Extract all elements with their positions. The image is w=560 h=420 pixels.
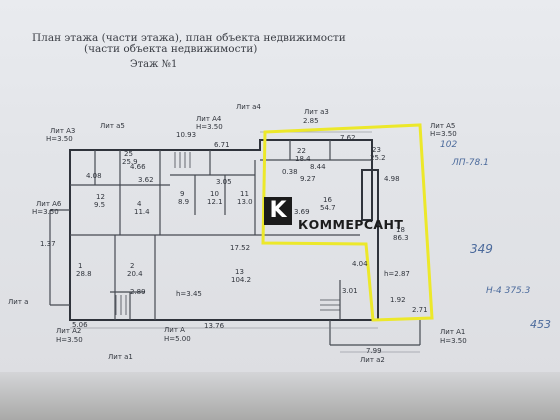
kommersant-wordmark: КОММЕРСАНТ <box>298 217 404 232</box>
dimension-label: 2.89 <box>130 288 146 296</box>
lit-a6-label: Лит А6 <box>36 200 62 208</box>
dimension-label: 7.99 <box>366 347 382 355</box>
lit-a1-label: Лит а1 <box>108 353 133 361</box>
dimension-label: 3.01 <box>342 287 358 295</box>
room-area: 11.4 <box>134 208 150 216</box>
room-number: 1 <box>78 262 83 270</box>
room-number: 12 <box>96 193 105 201</box>
room-area: 8.9 <box>178 198 190 206</box>
room-area: 86.3 <box>393 234 409 242</box>
dimension-label: 2.85 <box>303 117 319 125</box>
room-number: 16 <box>323 196 332 204</box>
lit-a4-small-label: Лит а4 <box>236 103 261 111</box>
kommersant-watermark: K КОММЕРСАНТ <box>264 189 403 232</box>
lit-a3-small-label: Лит а3 <box>304 108 329 116</box>
dimension-label: 2.71 <box>412 306 428 314</box>
lit-a2-label: Лит а2 <box>360 356 385 364</box>
lit-a6-height: Н=3.50 <box>32 208 59 216</box>
handwritten-note: 102 <box>440 140 458 150</box>
lit-A2-label: Лит А2 <box>56 327 82 335</box>
lit-a3-height: Н=3.50 <box>46 135 73 143</box>
room-number: 25 <box>124 150 133 158</box>
lit-A1-label: Лит А1 <box>440 328 466 336</box>
room-area: 12.1 <box>207 198 223 206</box>
room-number: 22 <box>297 147 306 155</box>
room-number: 4 <box>137 200 142 208</box>
lit-A4-label: Лит А4 <box>196 115 222 123</box>
room-area: 13.0 <box>237 198 253 206</box>
handwritten-note: 349 <box>470 242 493 256</box>
dimension-label: 4.08 <box>86 172 102 180</box>
ceiling-height-right: h=2.87 <box>384 270 410 278</box>
dimension-label: 4.04 <box>352 260 368 268</box>
dimension-label: 1.37 <box>40 240 56 248</box>
lit-A2-height: Н=3.50 <box>56 336 83 344</box>
dimension-label: 0.38 <box>282 168 298 176</box>
dimension-label: 9.27 <box>300 175 316 183</box>
handwritten-note: 453 <box>530 318 551 331</box>
room-area: 9.5 <box>94 201 106 209</box>
lit-A4-height: Н=3.50 <box>196 123 223 131</box>
room-number: 9 <box>180 190 185 198</box>
desk-surface <box>0 372 560 420</box>
lit-A5-label: Лит А5 <box>430 122 456 130</box>
room-area: 25.2 <box>370 154 386 162</box>
dimension-label: 8.44 <box>310 163 326 171</box>
ceiling-height-main: h=3.45 <box>176 290 202 298</box>
dimension-label: 10.93 <box>176 131 197 139</box>
dimension-label: 3.69 <box>294 208 310 216</box>
handwritten-note: Н-4 375.3 <box>486 286 531 296</box>
room-area: 104.2 <box>231 276 252 284</box>
room-number: 13 <box>235 268 244 276</box>
dimension-label: 3.05 <box>216 178 232 186</box>
document-title-line2: (части объекта недвижимости) <box>84 43 258 55</box>
room-area: 28.8 <box>76 270 92 278</box>
lit-a3-label: Лит А3 <box>50 127 76 135</box>
room-number: 10 <box>210 190 219 198</box>
lit-A5-height: Н=3.50 <box>430 130 457 138</box>
room-area: 18.4 <box>295 155 311 163</box>
lit-A-label: Лит А <box>164 326 185 334</box>
handwritten-note: ЛП-78.1 <box>452 158 489 168</box>
document-title-line1: План этажа (части этажа), план объекта н… <box>32 32 346 44</box>
dimension-label: 1.92 <box>390 296 406 304</box>
lit-a-label: Лит а <box>8 298 29 306</box>
dimension-label: 13.76 <box>204 322 225 330</box>
room-area: 54.7 <box>320 204 336 212</box>
highlighted-section <box>261 123 434 322</box>
room-area: 20.4 <box>127 270 143 278</box>
dimension-label: 5.06 <box>72 321 88 329</box>
room-number: 2 <box>130 262 135 270</box>
lit-a5-top-label: Лит а5 <box>100 122 125 130</box>
room-area: 25.9 <box>122 158 138 166</box>
lit-A1-height: Н=3.50 <box>440 337 467 345</box>
dimension-label: 3.62 <box>138 176 154 184</box>
dimension-label: 6.71 <box>214 141 230 149</box>
lit-A-height: Н=5.00 <box>164 335 191 343</box>
dimension-label: 4.66 <box>130 163 146 171</box>
dimension-label: 4.98 <box>384 175 400 183</box>
room-number: 23 <box>372 146 381 154</box>
dimension-label: 17.52 <box>230 244 251 252</box>
room-number: 18 <box>396 226 405 234</box>
outer-wall <box>69 139 379 321</box>
dimension-label: 7.62 <box>340 134 356 142</box>
room-number: 11 <box>240 190 249 198</box>
kommersant-logo-icon: K <box>264 196 292 225</box>
floor-label: Этаж №1 <box>130 59 178 70</box>
